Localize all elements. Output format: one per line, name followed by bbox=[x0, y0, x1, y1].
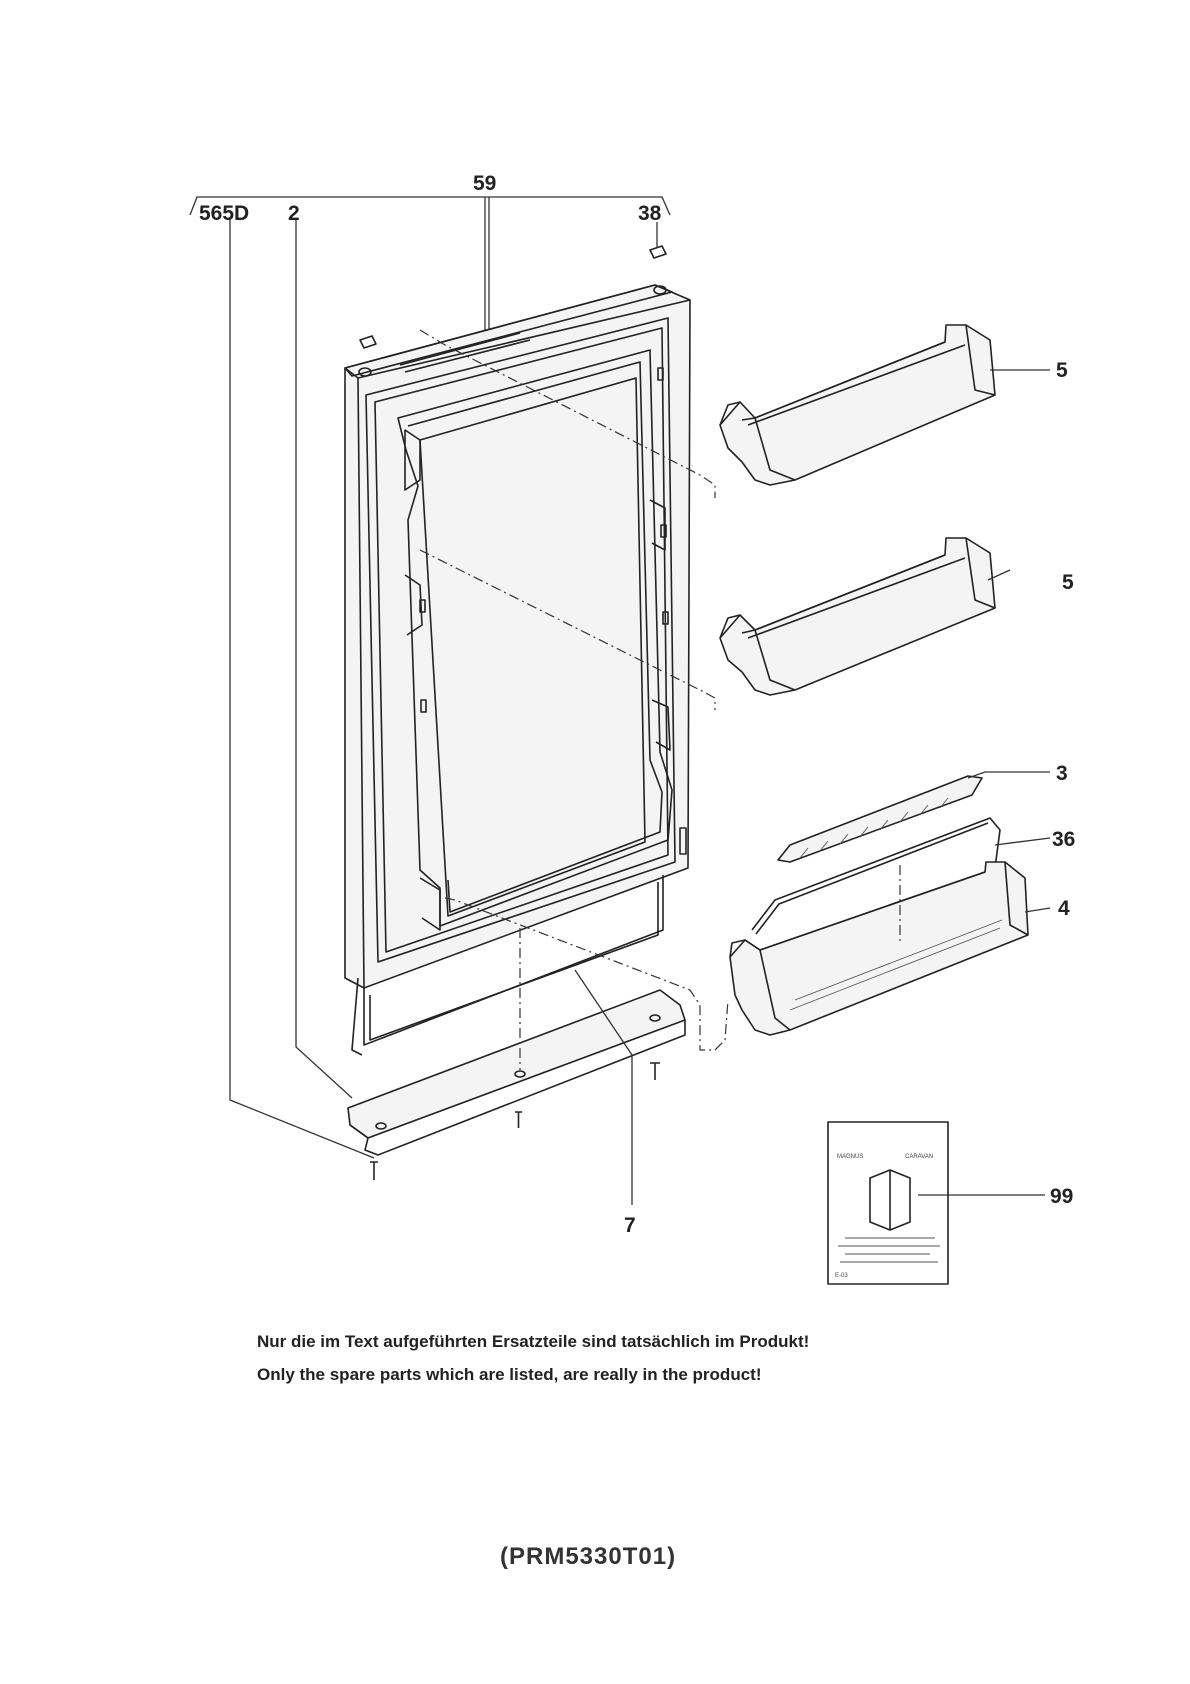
callout-38: 38 bbox=[638, 202, 662, 225]
callout-36: 36 bbox=[1052, 828, 1075, 851]
bottom-cover-strip bbox=[347, 989, 686, 1156]
leader-lines bbox=[229, 197, 1051, 1205]
bottle-bin-bottom bbox=[729, 861, 1029, 1036]
door-bin-top bbox=[719, 324, 996, 486]
callout-4: 4 bbox=[1058, 897, 1070, 920]
bottle-retainer bbox=[777, 775, 983, 863]
notice-german: Nur die im Text aufgeführten Ersatzteile… bbox=[257, 1332, 810, 1351]
manual-brand-left: MAGNUS bbox=[837, 1154, 863, 1160]
callout-565d: 565D bbox=[199, 202, 249, 225]
callout-2: 2 bbox=[288, 202, 300, 225]
wire-bar bbox=[751, 817, 1001, 935]
owners-manual: MAGNUS CARAVAN E-03 bbox=[827, 1121, 949, 1285]
assembly-guide-lines bbox=[419, 329, 901, 1070]
top-bracket bbox=[189, 196, 671, 216]
notice-english: Only the spare parts which are listed, a… bbox=[257, 1365, 762, 1384]
callout-labels: 565D 2 59 38 5 5 3 36 4 7 99 bbox=[199, 172, 1075, 1237]
callout-99: 99 bbox=[1050, 1185, 1073, 1208]
callout-5-middle: 5 bbox=[1062, 571, 1074, 594]
manual-footer: E-03 bbox=[835, 1273, 848, 1279]
manual-brand-right: CARAVAN bbox=[905, 1154, 933, 1160]
door-bin-middle bbox=[719, 537, 996, 696]
door-frame-assembly bbox=[344, 245, 691, 1056]
callout-7: 7 bbox=[624, 1214, 636, 1237]
callout-3: 3 bbox=[1056, 762, 1068, 785]
callout-59: 59 bbox=[473, 172, 496, 195]
model-code: (PRM5330T01) bbox=[500, 1543, 677, 1570]
screws bbox=[370, 1062, 660, 1180]
callout-5-top: 5 bbox=[1056, 359, 1068, 382]
